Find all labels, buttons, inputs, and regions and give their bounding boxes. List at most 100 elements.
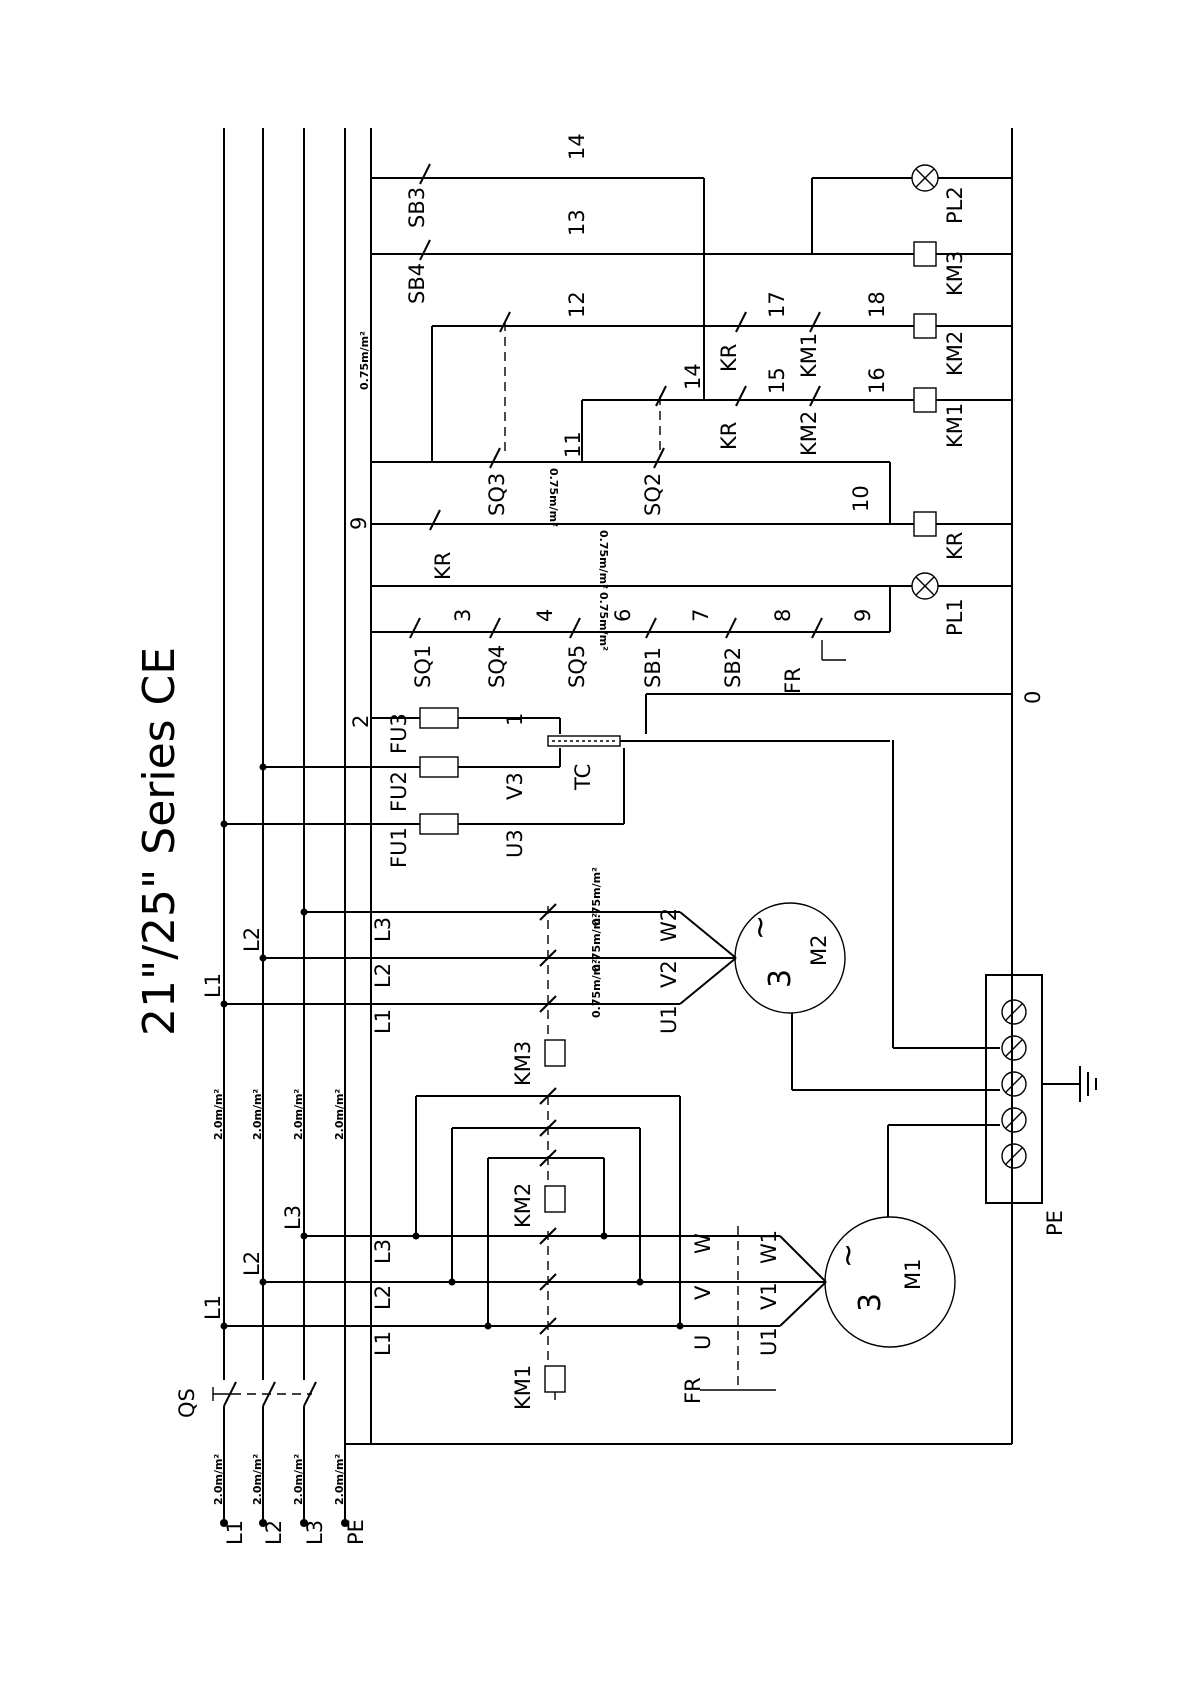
sq3-label: SQ3 (485, 473, 509, 516)
sq4-label: SQ4 (485, 645, 509, 688)
interlock-kr-1: KR (717, 422, 741, 450)
m1-name: M1 (901, 1259, 925, 1290)
m1-winding-v1: V1 (757, 1282, 781, 1310)
motor-m1 (824, 1216, 956, 1348)
node-3-label: 3 (451, 609, 475, 622)
sb1-label: SB1 (641, 647, 665, 688)
fu1-label: FU1 (387, 827, 411, 868)
fuse-fu2 (419, 756, 459, 778)
sq5-label: SQ5 (565, 645, 589, 688)
coil-kr (913, 511, 937, 537)
m1-row-l3: L3 (371, 1239, 395, 1264)
bus-b-l1: L1 (201, 973, 225, 998)
m2-circuit: KM3 3 ~ M2 L1 L2 L3 U1 V2 W2 L1 L2 0.75m… (201, 867, 1000, 1091)
fuse-fu3 (419, 707, 459, 729)
tx-1-label: 1 (503, 713, 527, 726)
node-10-label: 10 (849, 485, 873, 512)
m1-row-l2: L2 (371, 1285, 395, 1310)
node-15-label: 15 (765, 367, 789, 394)
m1-circuit: KM1 KM2 FR 3 ~ (220, 1087, 1000, 1410)
node-12-label: 12 (565, 291, 589, 318)
node-17-label: 17 (765, 291, 789, 318)
node-2-label: 2 (349, 715, 373, 728)
km2-coil-label: KM2 (943, 331, 967, 376)
control-section-4: 0.75m/m² (358, 331, 371, 390)
node-4-label: 4 (533, 609, 557, 622)
bus-section-1: 2.0m/m² (212, 1089, 225, 1140)
interlock-km1: KM1 (797, 333, 821, 378)
sq1-label: SQ1 (411, 645, 435, 688)
bus-a-l1: L1 (201, 1295, 225, 1320)
pl2-label: PL2 (943, 186, 967, 224)
km3-coil-label: KM3 (943, 251, 967, 296)
km1-coil-label: KM1 (943, 403, 967, 448)
m2-section-3: 0.75m/m² (590, 867, 603, 926)
node-7-label: 7 (689, 609, 713, 622)
m2-terminal-u1: U1 (657, 1005, 681, 1034)
m1-phase: 3 (853, 1293, 888, 1312)
supply-label-pe: PE (344, 1519, 368, 1545)
kr-coil-label: KR (943, 532, 967, 560)
m2-section-2: 0.75m/m² (590, 913, 603, 972)
m1-terminal-v: V (691, 1285, 715, 1300)
m2-terminal-w2: W2 (657, 908, 681, 942)
bus-section-3: 2.0m/m² (292, 1089, 305, 1140)
m1-labels: L1 L2 L3 L1 L2 L3 U V W U1 V1 W1 (201, 1205, 781, 1356)
bus-a-l2: L2 (240, 1251, 264, 1276)
control-section-1: 0.75m/m² (597, 592, 610, 651)
interlock-km2: KM2 (797, 411, 821, 456)
fuse-fu1 (419, 813, 459, 835)
supply-label-l1: L1 (223, 1520, 247, 1545)
bus-b-l2: L2 (240, 927, 264, 952)
bus-a-l3: L3 (281, 1205, 305, 1230)
m1-ac: ~ (831, 1243, 866, 1268)
terminal-block: PE (892, 740, 1097, 1236)
m2-name: M2 (807, 935, 831, 966)
fr-label-control: FR (781, 667, 805, 694)
tx-v3-label: V3 (503, 772, 527, 800)
fu3-label: FU3 (387, 713, 411, 754)
coil-km3 (913, 241, 937, 267)
m2-section-1: 0.75m/m² (590, 959, 603, 1018)
m2-row-l2: L2 (371, 963, 395, 988)
supply-labels: L1 L2 L3 PE 2.0m/m² 2.0m/m² 2.0m/m² 2.0m… (212, 1089, 368, 1545)
sb3-label: SB3 (405, 187, 429, 228)
sb4-label: SB4 (405, 263, 429, 304)
coil-km1 (913, 387, 937, 413)
m1-terminal-u: U (691, 1335, 715, 1350)
m1-row-l1: L1 (371, 1331, 395, 1356)
tc-label: TC (571, 764, 595, 791)
m2-ac: ~ (743, 915, 778, 940)
tx-out-label: 0 (1021, 691, 1045, 704)
node-6-label: 6 (611, 609, 635, 622)
control-section-3: 0.75m/m² (547, 468, 560, 527)
sb2-label: SB2 (721, 647, 745, 688)
m2-row-l3: L3 (371, 917, 395, 942)
coil-km2 (913, 313, 937, 339)
tx-u3-label: U3 (503, 829, 527, 858)
interlock-kr-2: KR (717, 344, 741, 372)
supply-label-l2: L2 (262, 1520, 286, 1545)
node-16-label: 16 (865, 367, 889, 394)
km1-label: KM1 (511, 1365, 535, 1410)
bus-section-4: 2.0m/m² (333, 1089, 346, 1140)
node-18-label: 18 (865, 291, 889, 318)
sq2-label: SQ2 (641, 473, 665, 516)
cross-section-l1: 2.0m/m² (212, 1454, 225, 1505)
node-13-label: 13 (565, 209, 589, 236)
km2-label: KM2 (511, 1183, 535, 1228)
node-14-label: 14 (565, 133, 589, 160)
bus-section-2: 2.0m/m² (251, 1089, 264, 1140)
m1-winding-w1: W1 (757, 1230, 781, 1264)
diagram-title: 21"/25" Series CE (134, 646, 185, 1036)
node-8-label: 8 (771, 609, 795, 622)
control-circuit: FU1 FU2 FU3 TC U3 V3 1 0 2 SQ1 SQ4 SQ5 S… (220, 133, 1045, 868)
m2-terminal-v2: V2 (657, 960, 681, 988)
m2-phase: 3 (763, 969, 798, 988)
pe-label: PE (1043, 1210, 1067, 1236)
pl1-label: PL1 (943, 598, 967, 636)
cross-section-pe: 2.0m/m² (333, 1454, 346, 1505)
qs-label: QS (175, 1388, 199, 1418)
node-9-label: 9 (851, 609, 875, 622)
km3-label: KM3 (511, 1041, 535, 1086)
